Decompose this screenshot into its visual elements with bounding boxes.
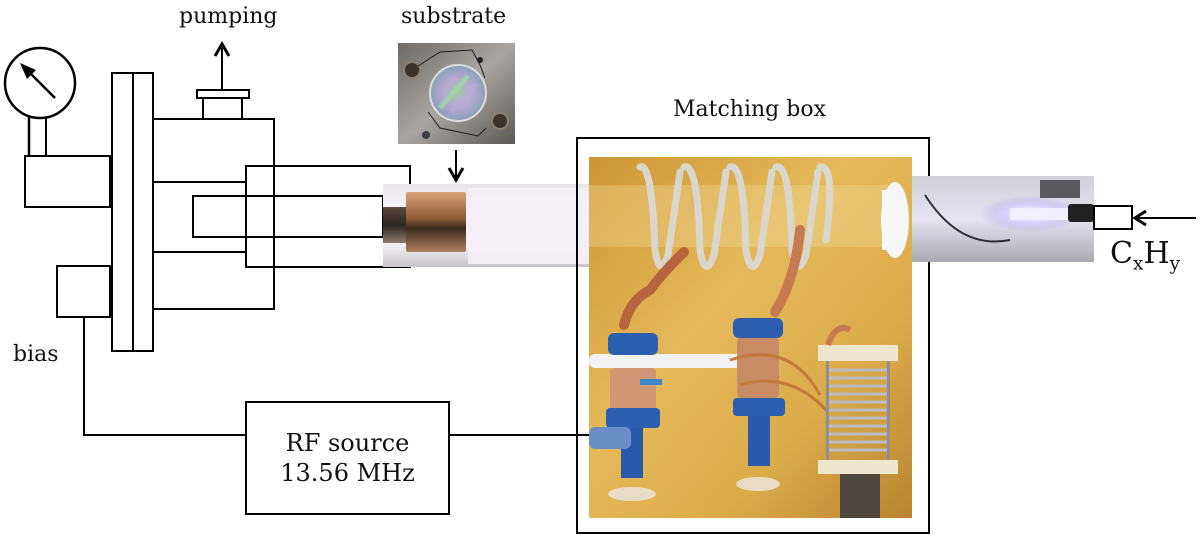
pumping-arrow-icon — [213, 41, 231, 57]
bias-box — [56, 265, 111, 318]
gas-formula-x: x — [1132, 253, 1144, 275]
air-variable-capacitor — [818, 324, 898, 518]
bias-wire — [83, 317, 246, 436]
matching-box-label: Matching box — [673, 97, 826, 122]
copper-strap-right — [770, 225, 805, 317]
rf-coil — [636, 163, 834, 270]
vacuum-capacitor-middle — [729, 318, 830, 491]
rf-source-box — [245, 401, 450, 515]
pumping-label: pumping — [179, 4, 278, 29]
substrate-photo — [398, 43, 515, 144]
electrode-rod-outline — [192, 195, 384, 238]
coax-inlet — [589, 427, 631, 449]
bias-label: bias — [13, 342, 59, 367]
chamber-body — [152, 118, 275, 310]
gas-formula-h: H — [1143, 236, 1170, 271]
substrate-label: substrate — [401, 4, 507, 29]
rf-source-label: RF source 13.56 MHz — [246, 402, 449, 514]
copper-strap-left — [619, 247, 689, 330]
pumping-port-cap — [196, 89, 250, 99]
flange-plate-right — [132, 72, 154, 352]
gas-formula-label: CxHy — [1110, 236, 1180, 275]
rod-segment — [383, 207, 408, 243]
flange-plates — [111, 72, 154, 352]
vacuum-chamber — [152, 41, 411, 310]
screw-top-left — [403, 61, 421, 79]
quartz-tube — [589, 185, 889, 247]
copper-electrode — [406, 192, 466, 252]
substrate-arrow-icon — [447, 167, 465, 183]
gauge-needle-tip — [20, 63, 36, 79]
pressure-gauge — [3, 46, 111, 208]
plasma-tube-photo — [383, 184, 590, 267]
rf-source-frequency: 13.56 MHz — [280, 459, 415, 487]
gas-formula-y: y — [1169, 253, 1181, 275]
gas-formula-c: C — [1110, 236, 1133, 271]
plasma-glow — [468, 188, 590, 264]
rf-source-title: RF source — [285, 429, 410, 457]
matching-box-outline — [576, 137, 930, 534]
gauge-box — [24, 155, 111, 208]
gas-inlet-box — [1093, 205, 1133, 230]
flange-plate-left — [111, 72, 134, 352]
gas-inlet-tube-photo — [881, 176, 1094, 262]
matching-box-photo — [589, 157, 912, 518]
pumping-port-neck — [202, 97, 243, 120]
substrate-wafer — [429, 64, 487, 122]
screw-bottom-right — [491, 112, 509, 130]
gas-inlet-arrow-icon — [1132, 209, 1147, 227]
ptfe-bar — [589, 354, 779, 368]
